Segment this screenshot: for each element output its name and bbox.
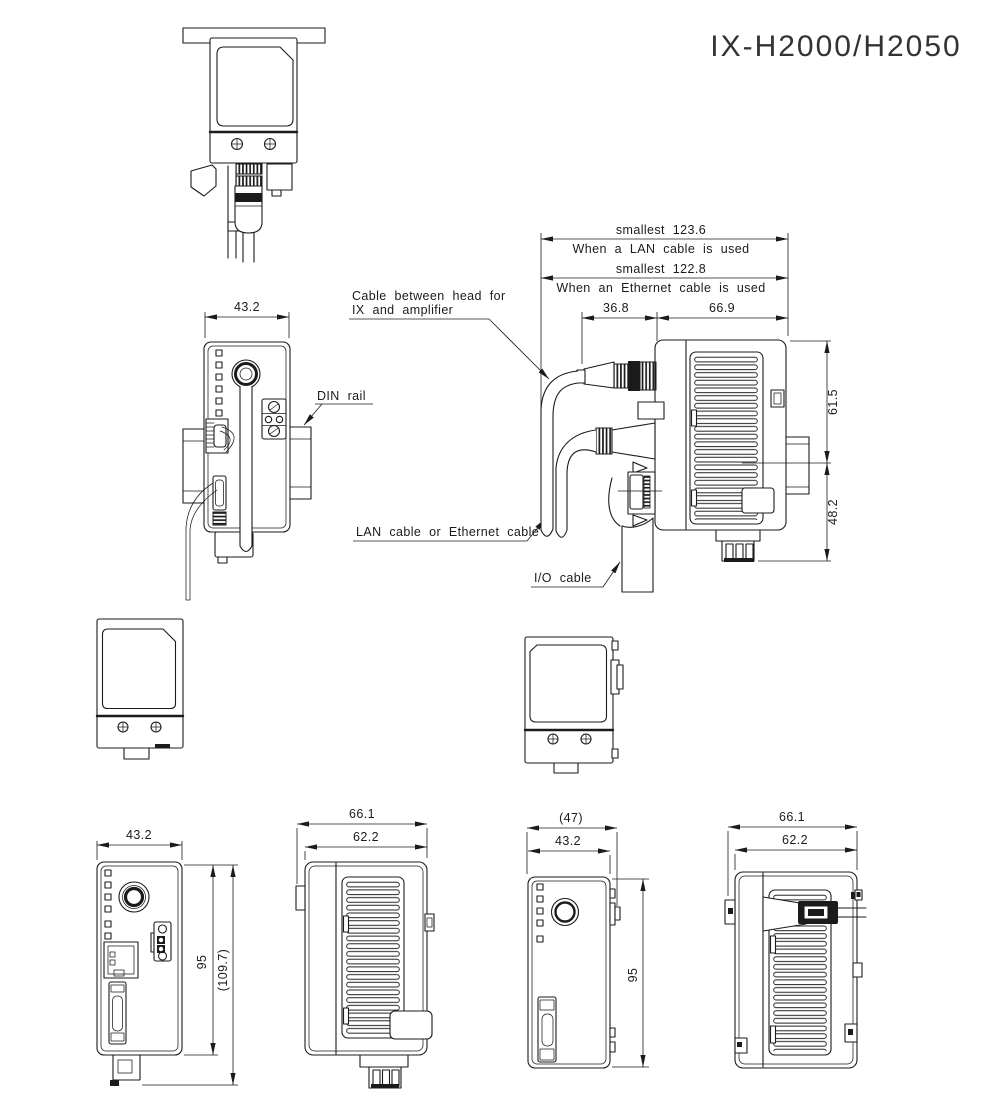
- head-connector: [118, 881, 150, 913]
- dim-side2-overall: 66.1: [779, 810, 805, 824]
- dim-head-width: 43.2: [555, 834, 581, 848]
- terminal-block: [150, 921, 172, 962]
- label-cable-between-head-1: Cable between head for: [352, 289, 506, 303]
- ethernet-plug: [595, 401, 665, 460]
- dim-amp-height: 95: [195, 955, 209, 970]
- dim-amp-side-overall: 66.1: [349, 807, 375, 821]
- view-head-front-mounted: [182, 27, 326, 263]
- dim-amp-height-overall: (109.7): [216, 949, 230, 991]
- note-ethernet: When an Ethernet cable is used: [556, 281, 765, 295]
- dim-side2-body: 62.2: [782, 833, 808, 847]
- dsub-connector: [108, 981, 127, 1045]
- din-rail-section: [782, 436, 810, 495]
- dim-amp-width: 43.2: [126, 828, 152, 842]
- dim-smallest-lan: smallest 123.6: [616, 223, 706, 237]
- head-cable: [239, 386, 253, 553]
- dim-smallest-ethernet: smallest 122.8: [616, 262, 706, 276]
- view-amp-front-mounted: 43.2 DIN r: [182, 300, 373, 601]
- cable-annotations: Cable between head for IX and amplifier …: [349, 289, 621, 588]
- cable-plug: [798, 901, 867, 924]
- label-lan-cable: LAN cable or Ethernet cable: [356, 525, 539, 539]
- note-lan: When a LAN cable is used: [573, 242, 750, 256]
- view-amp-side-cable: 66.1 62.2: [724, 810, 867, 1069]
- label-io-cable: I/O cable: [534, 571, 592, 585]
- label-din-rail: DIN rail: [317, 389, 366, 403]
- dim-lower-height: 48.2: [826, 499, 840, 525]
- view-amp-side-mounted: smallest 123.6 When a LAN cable is used …: [540, 223, 840, 593]
- thin-cable: [185, 482, 218, 601]
- view-amp-side: 66.1 62.2: [295, 807, 435, 1089]
- dsub-connector: [537, 996, 557, 1063]
- din-latch: [389, 1010, 433, 1040]
- din-latch: [741, 487, 775, 514]
- lens: [550, 897, 580, 927]
- rj45-port: [103, 941, 139, 979]
- led-indicators: [536, 883, 544, 943]
- view-head-front-tabs: [523, 636, 624, 774]
- dim-body-depth: 66.9: [709, 301, 735, 315]
- din-rail-right: [288, 426, 312, 500]
- page-title: IX-H2000/H2050: [710, 30, 961, 63]
- head-screen: [529, 644, 608, 723]
- label-cable-between-head-2: IX and amplifier: [352, 303, 453, 317]
- head-screen: [216, 46, 294, 127]
- led-indicators: [104, 869, 112, 940]
- screw-icon: [230, 137, 277, 151]
- lan-cable: [555, 429, 597, 538]
- dim-head-height: 95: [626, 968, 640, 983]
- head-cable: [540, 370, 579, 537]
- dim-head-overall: (47): [559, 811, 583, 825]
- io-cable: [621, 517, 654, 593]
- io-connector: [608, 461, 663, 527]
- dim-amp-front-width: 43.2: [234, 300, 260, 314]
- dim-amp-side-body: 62.2: [353, 830, 379, 844]
- view-head-front: [95, 618, 185, 760]
- cable-clip: [190, 164, 217, 197]
- dim-cable-bend: 36.8: [603, 301, 629, 315]
- view-head-front-dims: (47) 43.2 95: [526, 811, 649, 1069]
- dim-upper-height: 61.5: [826, 389, 840, 415]
- led-indicators: [215, 349, 223, 417]
- head-screen: [101, 628, 177, 710]
- head-cable-plug: [576, 361, 657, 391]
- view-amp-front: 43.2: [96, 828, 238, 1086]
- terminal-block: [261, 398, 287, 440]
